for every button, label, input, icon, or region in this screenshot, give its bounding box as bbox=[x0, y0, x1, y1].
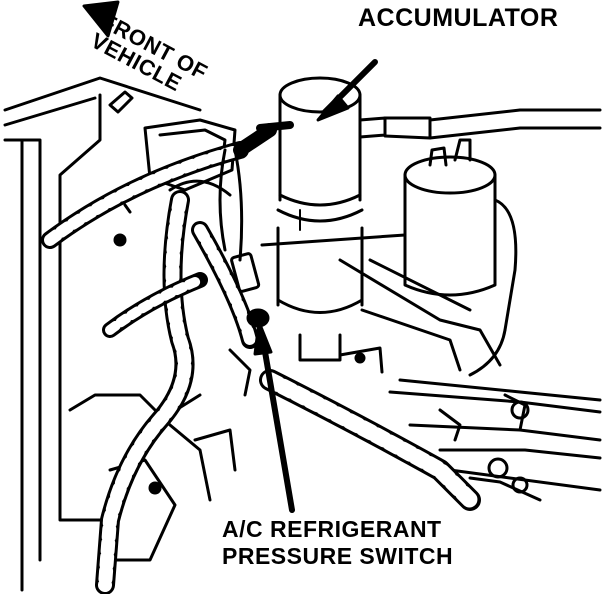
accumulator-label: ACCUMULATOR bbox=[358, 4, 559, 32]
accumulator-canister bbox=[276, 76, 364, 362]
accumulator-outlet-line bbox=[358, 108, 602, 140]
pressure-switch-label-line1: A/C REFRIGERANT bbox=[222, 516, 442, 542]
wiring-harness bbox=[41, 121, 481, 594]
mounting-bracket bbox=[260, 233, 502, 374]
right-canister bbox=[403, 138, 518, 377]
pressure-switch-connector bbox=[228, 252, 270, 397]
accumulator-pointer-arrow-icon bbox=[316, 59, 378, 122]
switch-pointer-arrow-icon bbox=[253, 320, 295, 513]
ac-lines-right bbox=[388, 378, 602, 502]
pressure-switch-label-line2: PRESSURE SWITCH bbox=[222, 543, 454, 569]
front-direction-arrow-icon bbox=[82, 0, 120, 38]
